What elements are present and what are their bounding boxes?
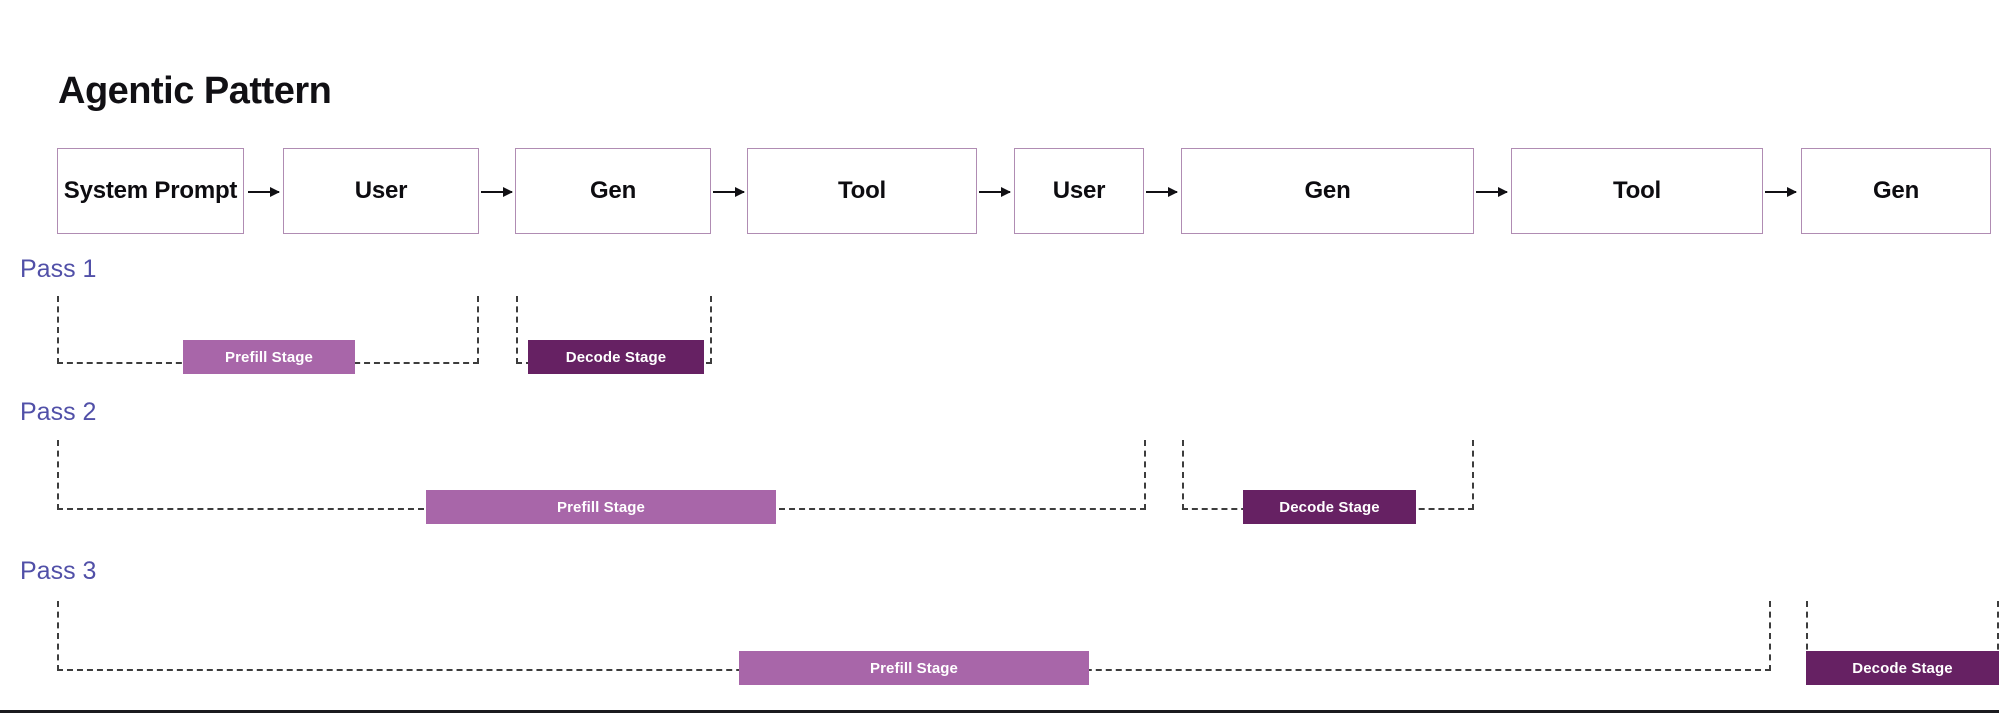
pass-2-decode-stage-bar[interactable]: Decode Stage [1243,490,1416,524]
page-title: Agentic Pattern [58,70,332,112]
pipeline-arrow-icon-3 [713,186,745,197]
pass-2-prefill-stage-bar[interactable]: Prefill Stage [426,490,776,524]
stage-bar-label: Decode Stage [565,348,667,366]
pipeline-arrow-icon-2 [481,186,513,197]
pass-3-decode-stage-bar[interactable]: Decode Stage [1806,651,1999,685]
pipeline-arrow-icon-1 [248,186,280,197]
pass-1-decode-stage-bar[interactable]: Decode Stage [528,340,704,374]
pipeline-box-user[interactable]: User [1014,148,1144,234]
bottom-divider [0,710,1999,713]
pipeline-box-user[interactable]: User [283,148,479,234]
pipeline-box-gen[interactable]: Gen [1181,148,1474,234]
pipeline-box-tool[interactable]: Tool [1511,148,1763,234]
pipeline-box-label: Gen [1872,177,1920,204]
stage-bar-label: Prefill Stage [225,348,313,366]
pipeline-arrow-icon-7 [1765,186,1797,197]
agentic-pipeline-row: System Prompt User Gen Tool User Gen Tool Gen [0,148,1999,234]
pipeline-box-tool[interactable]: Tool [747,148,977,234]
pipeline-box-label: User [354,177,408,204]
stage-bar-label: Decode Stage [1852,659,1953,677]
pipeline-box-label: Gen [1304,177,1351,204]
pipeline-box-system-prompt[interactable]: System Prompt [57,148,244,234]
pipeline-box-label: User [1052,177,1106,204]
pipeline-box-label: Tool [837,177,887,204]
pipeline-arrow-icon-6 [1476,186,1508,197]
pipeline-box-gen[interactable]: Gen [515,148,711,234]
pipeline-box-label: Gen [589,177,637,204]
stage-bar-label: Prefill Stage [557,498,645,516]
pipeline-arrow-icon-4 [979,186,1011,197]
stage-bar-label: Decode Stage [1279,498,1380,516]
pipeline-box-gen[interactable]: Gen [1801,148,1991,234]
pipeline-box-label: System Prompt [63,177,238,204]
stage-bar-label: Prefill Stage [870,659,958,677]
pipeline-arrow-icon-5 [1146,186,1178,197]
pass-label-2: Pass 2 [20,398,97,426]
pass-3-prefill-stage-bar[interactable]: Prefill Stage [739,651,1089,685]
pass-1-prefill-stage-bar[interactable]: Prefill Stage [183,340,355,374]
pipeline-box-label: Tool [1612,177,1662,204]
pass-label-1: Pass 1 [20,255,97,283]
pass-label-3: Pass 3 [20,557,97,585]
